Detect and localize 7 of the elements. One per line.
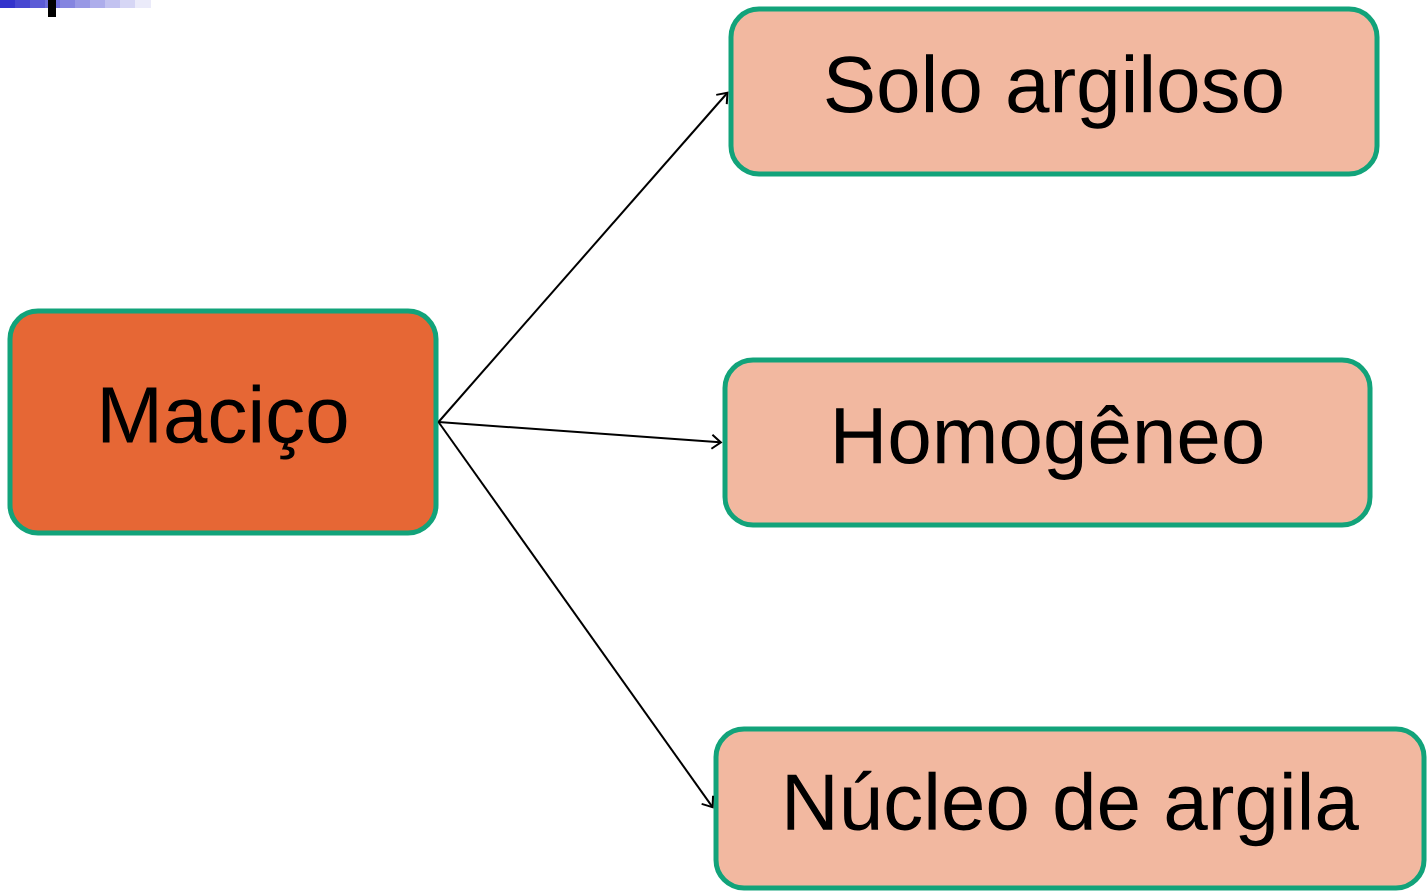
arrow bbox=[437, 421, 723, 450]
process-box: Homogêneo bbox=[722, 357, 1373, 528]
arrow bbox=[437, 91, 729, 423]
process-box: Núcleo de argila bbox=[713, 726, 1427, 891]
process-box: Maciço bbox=[7, 308, 439, 536]
process-box: Solo argiloso bbox=[728, 6, 1380, 177]
arrow bbox=[437, 421, 715, 809]
